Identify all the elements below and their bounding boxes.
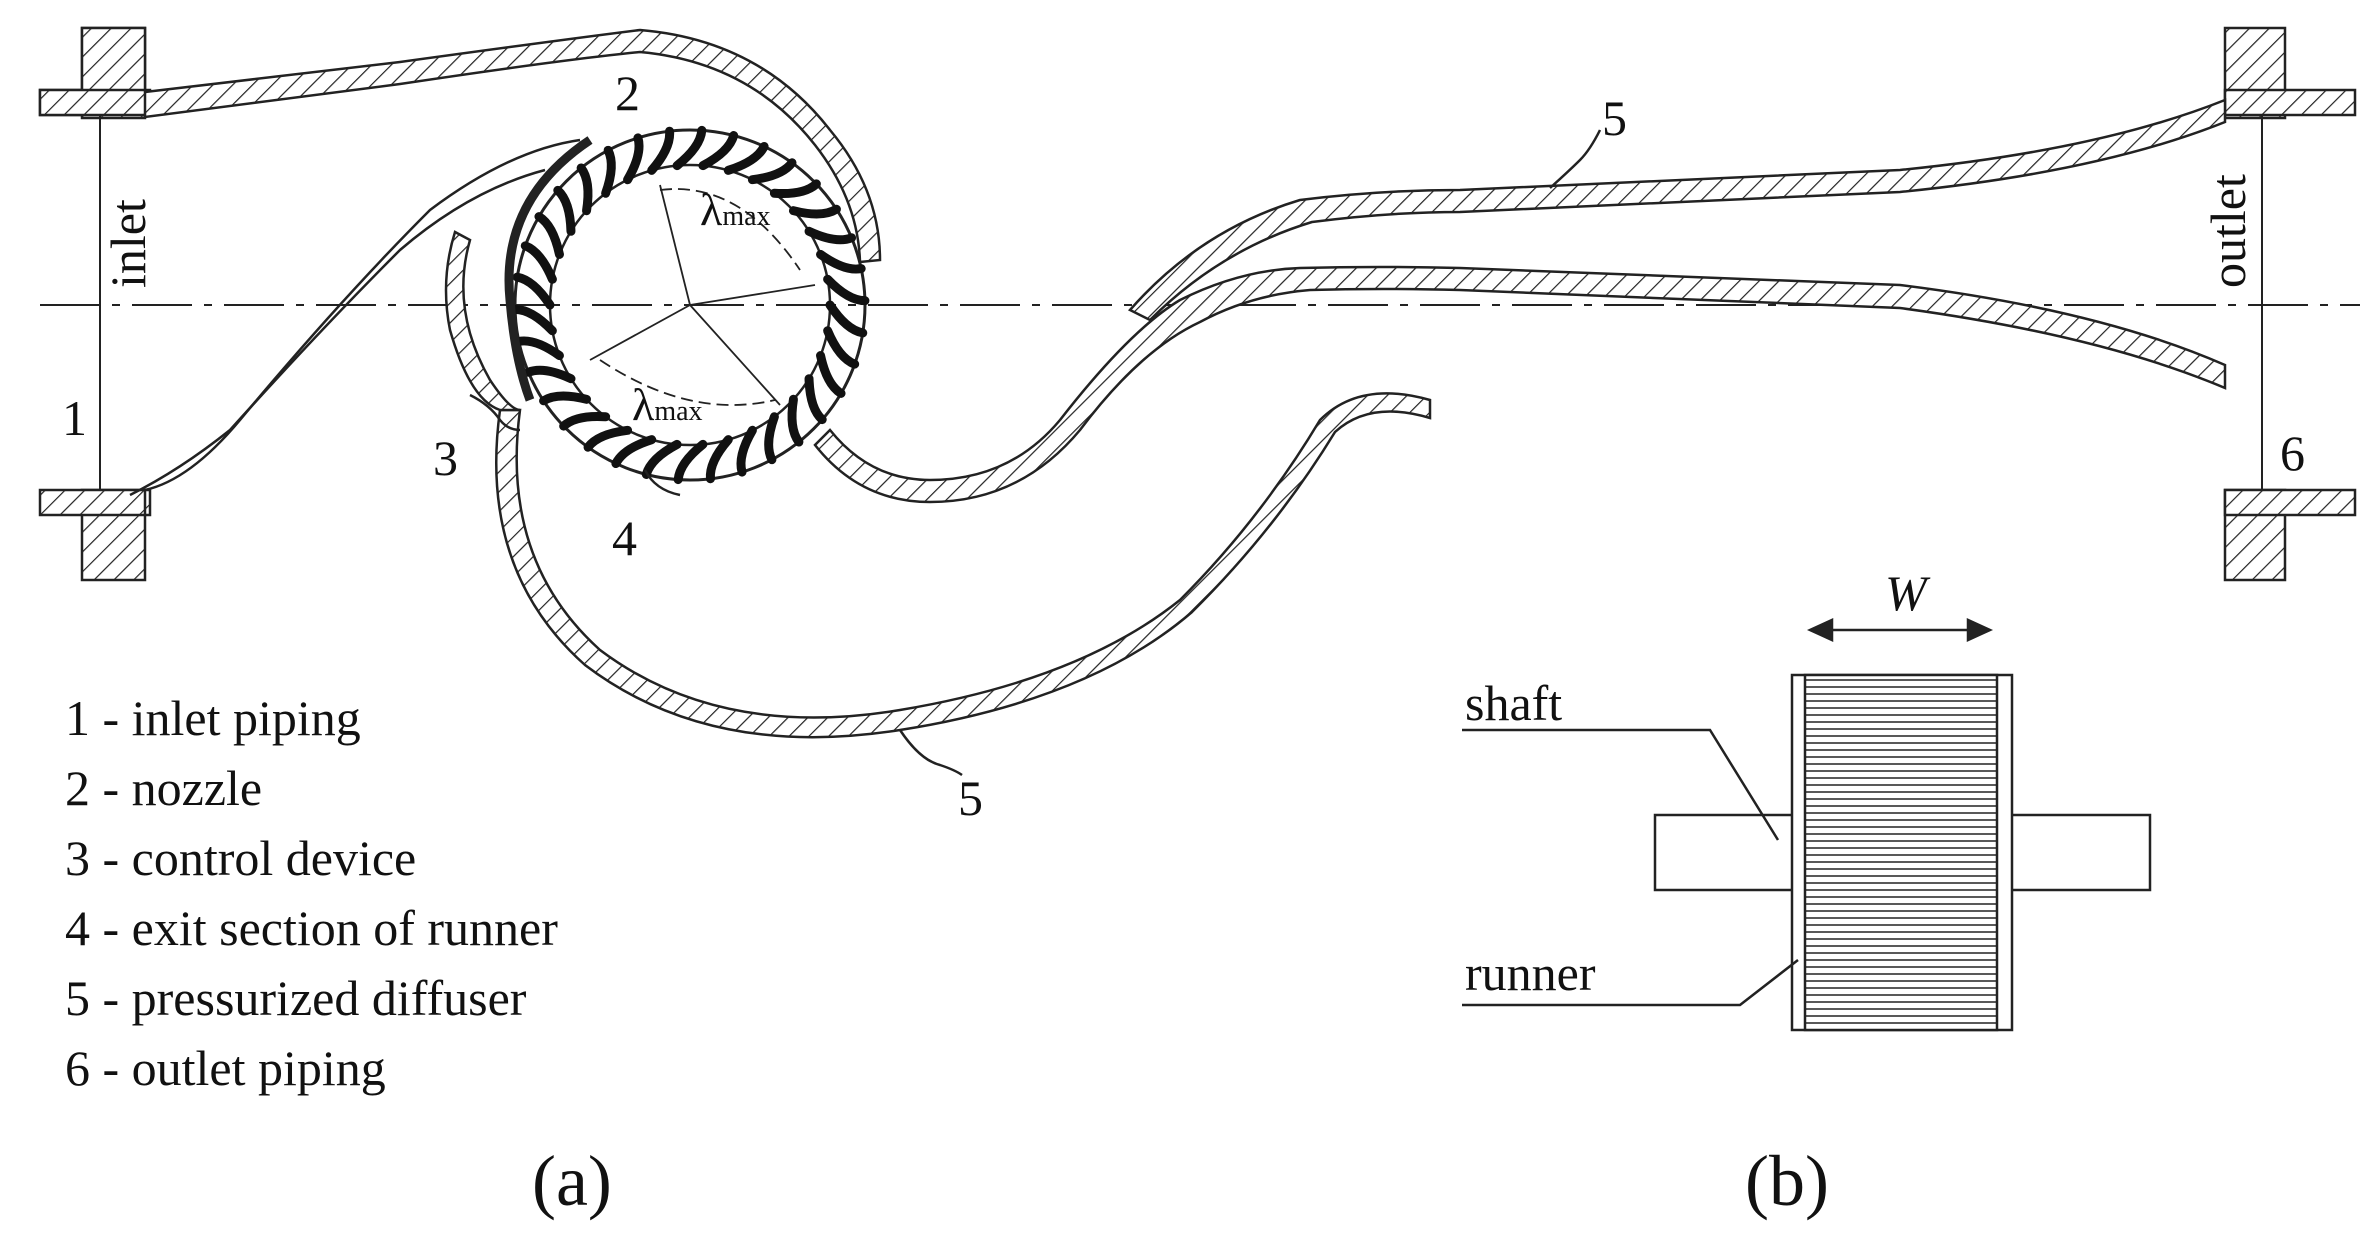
runner-blade <box>611 435 657 469</box>
leader-runner <box>1462 959 1799 1007</box>
runner-blade <box>576 163 593 216</box>
runner-blade <box>672 125 707 171</box>
runner-blade <box>601 145 616 198</box>
panel-a-drawing <box>38 26 2360 777</box>
label-5-top: 5 <box>1602 90 1627 146</box>
lambda-max-top: λmax <box>700 184 771 235</box>
runner-blades <box>510 125 870 485</box>
leader-5-bottom <box>898 729 963 777</box>
inlet-guide-upper <box>144 138 581 492</box>
runner-blade <box>534 212 564 259</box>
caption-a: (a) <box>532 1141 612 1221</box>
runner-blade <box>825 300 868 338</box>
legend-item-2: 2 - nozzle <box>65 760 262 816</box>
runner-blade <box>583 425 633 452</box>
diffuser-lower-wall <box>813 265 2227 504</box>
runner-blade <box>787 394 804 447</box>
runner-blade <box>816 351 846 398</box>
runner-blade <box>747 158 797 185</box>
runner-blade <box>520 241 557 284</box>
runner-blade <box>769 179 821 199</box>
leader-4 <box>643 469 681 497</box>
runner-blade <box>698 131 739 171</box>
runner-blade <box>539 391 592 406</box>
label-6: 6 <box>2280 425 2305 481</box>
runner-blade <box>736 425 757 477</box>
label-inlet: inlet <box>100 199 156 288</box>
runner-blade <box>788 204 841 219</box>
runner-blade <box>514 336 564 361</box>
legend-item-1: 1 - inlet piping <box>65 690 361 746</box>
label-1: 1 <box>62 390 87 446</box>
runner-blade <box>816 249 866 274</box>
label-outlet: outlet <box>2200 174 2256 288</box>
runner-blade <box>723 141 769 175</box>
inlet-guide-lower <box>129 168 546 497</box>
legend-item-4: 4 - exit section of runner <box>65 900 558 956</box>
leader-3 <box>469 393 521 432</box>
runner-blade <box>512 272 555 310</box>
runner-blade-lines <box>1805 679 1997 1024</box>
runner-blade <box>804 374 827 425</box>
nozzle-wall <box>444 230 521 412</box>
label-width: W <box>1885 565 1931 621</box>
diffuser-upper-wall <box>1127 98 2227 322</box>
runner-blade <box>523 365 576 384</box>
runner-blade <box>673 439 708 485</box>
legend-item-6: 6 - outlet piping <box>65 1040 386 1096</box>
runner-blade <box>559 411 611 431</box>
label-4: 4 <box>612 510 637 566</box>
runner-blade <box>823 326 860 369</box>
caption-b: (b) <box>1745 1141 1829 1221</box>
runner-blade <box>510 304 557 336</box>
runner-blade <box>641 439 682 479</box>
spiral-casing-outer <box>495 392 1432 739</box>
runner-blade <box>623 133 644 185</box>
legend: 1 - inlet piping 2 - nozzle 3 - control … <box>65 690 558 1096</box>
runner-blade <box>647 126 675 175</box>
label-shaft: shaft <box>1465 675 1562 731</box>
casing-top-wall <box>143 28 882 264</box>
label-2: 2 <box>615 65 640 121</box>
legend-item-3: 3 - control device <box>65 830 416 886</box>
legend-item-5: 5 - pressurized diffuser <box>65 970 527 1026</box>
panel-b-drawing <box>1462 618 2152 1032</box>
label-runner: runner <box>1465 945 1596 1001</box>
lambda-max-bottom: λmax <box>632 379 703 430</box>
runner-blade <box>553 185 576 236</box>
runner-blade <box>804 226 857 245</box>
label-5-bottom: 5 <box>958 770 983 826</box>
runner-blades-region <box>1803 673 1999 1032</box>
leader-5-top <box>1549 129 1602 189</box>
leader-shaft <box>1462 728 1780 841</box>
runner-blade <box>823 274 870 306</box>
label-3: 3 <box>433 430 458 486</box>
runner-blade <box>705 435 733 484</box>
runner-blade <box>764 412 779 465</box>
nozzle-arc <box>504 136 593 402</box>
